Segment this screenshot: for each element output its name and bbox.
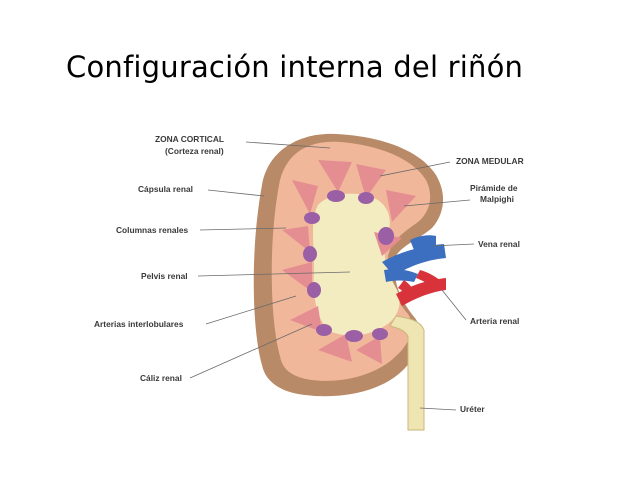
- label-capsula-renal: Cápsula renal: [138, 184, 193, 194]
- label-ureter: Uréter: [460, 404, 485, 414]
- label-malpighi: Malpighi: [480, 194, 514, 204]
- leader-lines: [189, 141, 475, 411]
- renal-pyramids: [282, 160, 416, 364]
- renal-artery: [396, 270, 446, 306]
- label-pelvis-renal: Pelvis renal: [141, 271, 188, 281]
- label-arterias-interlobulares: Arterias interlobulares: [94, 319, 184, 329]
- label-vena-renal: Vena renal: [478, 239, 520, 249]
- label-zona-cortical: ZONA CORTICAL: [155, 134, 225, 144]
- renal-vein: [382, 235, 446, 282]
- label-columnas-renales: Columnas renales: [116, 225, 189, 235]
- label-corteza-renal: (Corteza renal): [165, 146, 224, 156]
- ureter: [389, 315, 425, 431]
- label-arteria-renal: Arteria renal: [470, 316, 520, 326]
- label-caliz-renal: Cáliz renal: [140, 373, 182, 383]
- label-piramide-de: Pirámide de: [470, 183, 518, 193]
- label-zona-medular: ZONA MEDULAR: [456, 156, 524, 166]
- renal-pelvis: [313, 193, 400, 336]
- renal-calyces: [303, 190, 394, 342]
- slide-title: Configuración interna del riñón: [66, 50, 524, 84]
